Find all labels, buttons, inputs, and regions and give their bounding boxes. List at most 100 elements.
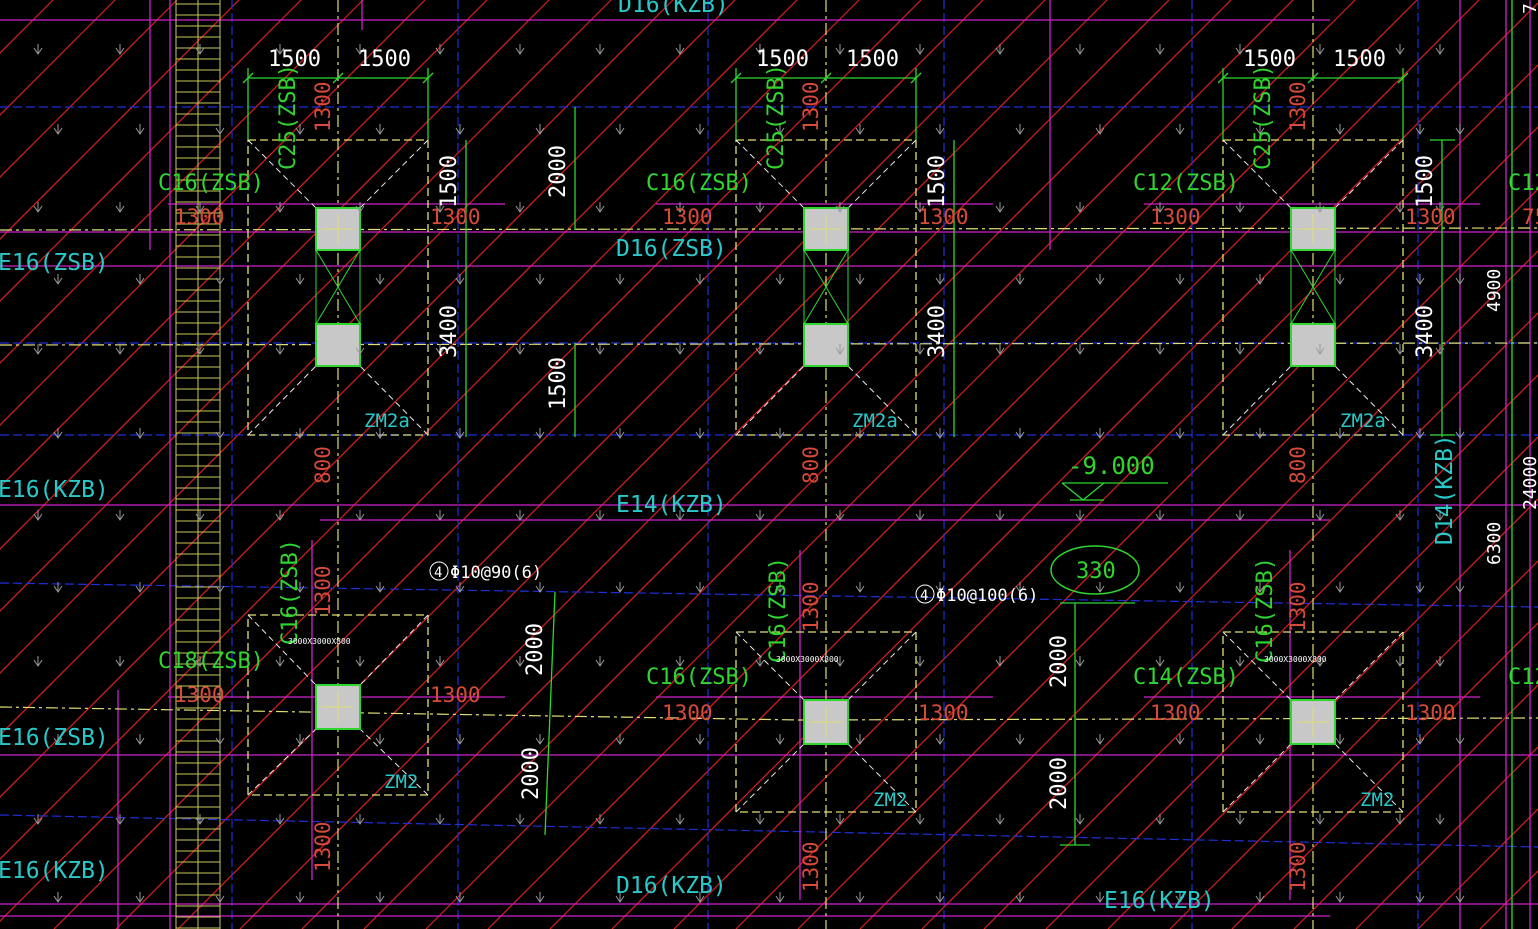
down-arrow-icon [435, 656, 445, 667]
down-arrow-icon [855, 274, 865, 285]
hatch-line [487, 0, 1418, 929]
down-arrow-icon [1395, 510, 1405, 521]
down-arrow-icon [1255, 892, 1265, 903]
down-arrow-icon [1235, 202, 1245, 213]
dim-800-3: 800 [1286, 446, 1310, 484]
down-arrow-icon [1335, 582, 1345, 593]
down-arrow-icon [1015, 734, 1025, 745]
down-arrow-icon [275, 656, 285, 667]
label-c25-1: C25(ZSB) [276, 64, 301, 170]
down-arrow-icon [295, 428, 305, 439]
down-arrow-icon [1335, 274, 1345, 285]
down-arrow-icon [935, 734, 945, 745]
down-arrow-icon [1315, 814, 1325, 825]
down-arrow-icon [135, 124, 145, 135]
down-arrow-icon [1095, 734, 1105, 745]
down-arrow-icon [1015, 124, 1025, 135]
down-arrow-icon [215, 428, 225, 439]
down-arrow-icon [375, 892, 385, 903]
hatch-line [611, 2, 1538, 929]
down-arrow-icon [53, 734, 63, 745]
down-arrow-icon [455, 124, 465, 135]
down-arrow-icon [595, 510, 605, 521]
down-arrow-icon [33, 510, 43, 521]
down-arrow-icon [995, 814, 1005, 825]
down-arrow-icon [675, 814, 685, 825]
down-arrow-icon [1235, 814, 1245, 825]
down-arrow-icon [275, 510, 285, 521]
down-arrow-icon [535, 892, 545, 903]
down-arrow-icon [835, 344, 845, 355]
hatch-line [1107, 498, 1538, 929]
down-arrow-icon [1175, 892, 1185, 903]
down-arrow-icon [535, 428, 545, 439]
dim-2000-c1: 2000 [1047, 635, 1072, 688]
down-arrow-icon [1155, 656, 1165, 667]
down-arrow-icon [855, 734, 865, 745]
down-arrow-icon [1255, 734, 1265, 745]
down-arrow-icon [53, 582, 63, 593]
down-arrow-icon [995, 44, 1005, 55]
dim-6300: 6300 [1484, 522, 1505, 565]
down-arrow-icon [455, 734, 465, 745]
down-arrow-icon [1455, 582, 1465, 593]
hatch-line [0, 0, 178, 178]
label-zm2-3: ZM2 [1360, 789, 1394, 811]
down-arrow-icon [135, 892, 145, 903]
hatch-line [1045, 436, 1538, 929]
down-arrow-icon [755, 510, 765, 521]
dim-1500-c1: 1500 [1243, 47, 1296, 72]
down-arrow-icon [615, 892, 625, 903]
down-arrow-icon [1075, 44, 1085, 55]
down-arrow-icon [375, 428, 385, 439]
down-arrow-icon [1235, 344, 1245, 355]
dim-1500-v3: 1500 [1413, 155, 1438, 208]
down-arrow-icon [135, 734, 145, 745]
down-arrow-icon [1155, 44, 1165, 55]
hatch-line [0, 0, 364, 364]
dim-1300-v-d1: 1300 [311, 565, 335, 616]
down-arrow-icon [935, 428, 945, 439]
label-c12-1: C12(ZSB) [1133, 171, 1239, 196]
dim-1500-a1: 1500 [268, 47, 321, 72]
down-arrow-icon [1435, 510, 1445, 521]
hatch-line [0, 0, 302, 302]
hatch-line [983, 374, 1538, 929]
down-arrow-icon [375, 734, 385, 745]
down-arrow-icon [1415, 734, 1425, 745]
down-arrow-icon [33, 344, 43, 355]
down-arrow-icon [195, 814, 205, 825]
down-arrow-icon [915, 44, 925, 55]
wall-grid-rungs [176, 3, 220, 929]
down-arrow-icon [755, 44, 765, 55]
dim-75: 75 [1522, 205, 1538, 229]
down-arrow-icon [1255, 582, 1265, 593]
label-c16-1: C16(ZSB) [158, 171, 264, 196]
label-right-vertical: D14(KZB) [1432, 434, 1458, 545]
hatch-line [0, 0, 860, 860]
down-arrow-icon [1255, 124, 1265, 135]
label-c18: C18(ZSB) [158, 649, 264, 674]
dim-1300-d4: 1300 [918, 701, 969, 725]
dim-2000-c2: 2000 [1047, 757, 1072, 810]
dim-1300-v-c: 1300 [1286, 81, 1310, 132]
label-c25-2: C25(ZSB) [764, 64, 789, 170]
down-arrow-icon [835, 656, 845, 667]
down-arrow-icon [1395, 44, 1405, 55]
down-arrow-icon [595, 44, 605, 55]
down-arrow-icon [835, 510, 845, 521]
beam-labels: D16(KZB) E16(ZSB) D16(ZSB) E16(KZB) E14(… [0, 0, 1458, 914]
down-arrow-icon [1235, 44, 1245, 55]
dim-1500-v1: 1500 [437, 155, 462, 208]
down-arrow-icon [695, 734, 705, 745]
down-arrow-icon [215, 124, 225, 135]
down-arrow-icon [855, 582, 865, 593]
down-arrow-icon [835, 44, 845, 55]
down-arrow-icon [1095, 892, 1105, 903]
down-arrow-icon [1015, 892, 1025, 903]
down-arrow-icon [1095, 124, 1105, 135]
down-arrow-icon [995, 202, 1005, 213]
stirrup-circle-2 [915, 584, 935, 604]
down-arrow-icon [935, 892, 945, 903]
